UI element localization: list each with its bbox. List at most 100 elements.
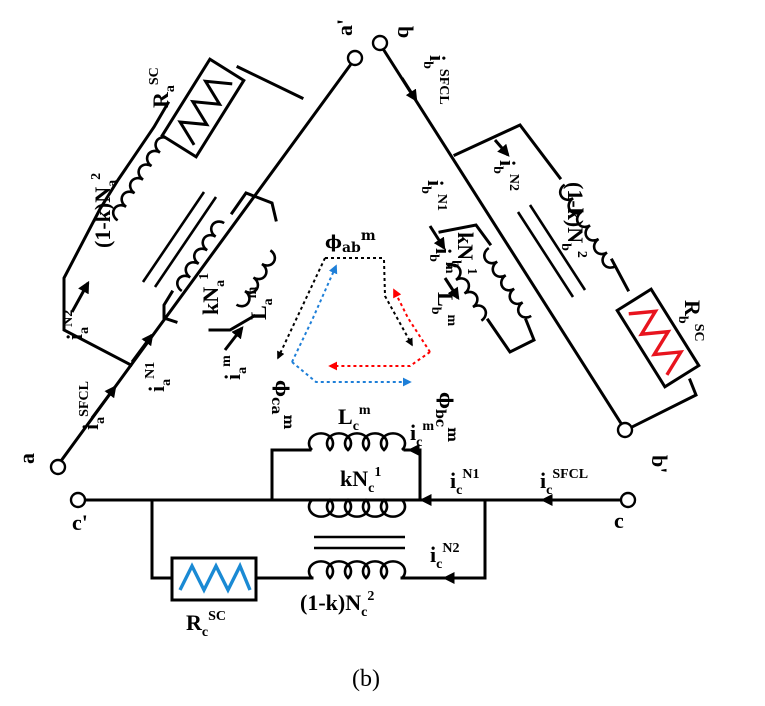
flux-bc-label: ϕbcm xyxy=(432,392,460,442)
terminal-b xyxy=(371,34,389,52)
phase-b-resistor-label: RbSC xyxy=(675,300,706,342)
phase-a-sfcl-current-arrow xyxy=(90,385,117,419)
terminal-a-prime-label: a' xyxy=(332,19,357,36)
phase-a-sfcl-current-label: iaSFCL xyxy=(77,381,108,430)
terminal-c-prime-label: c' xyxy=(72,510,88,535)
svg-text:kNb1: kNb1 xyxy=(448,232,479,275)
terminal-b-label: b xyxy=(393,26,418,38)
phase-c-lm-label: Lcm xyxy=(338,403,371,434)
phase-b-coil-to-resistor xyxy=(609,257,631,293)
terminal-b-prime-label: b' xyxy=(647,455,672,473)
svg-text:iam: iam xyxy=(219,355,250,380)
phase-a-n2-current-arrow xyxy=(70,280,90,313)
svg-text:RbSC: RbSC xyxy=(675,300,706,342)
terminal-c-prime xyxy=(69,491,87,509)
phase-c-sfcl-current-label: icSFCL xyxy=(540,467,588,498)
flux-ab-arrow-right xyxy=(383,259,413,347)
phase-a-inner-loop-top xyxy=(229,191,278,222)
terminal-b-prime xyxy=(616,421,634,439)
phase-b-n1-current-arrow xyxy=(428,225,446,251)
flux-ca-arrow-up xyxy=(291,264,338,363)
terminal-a-label: a xyxy=(14,453,39,464)
phase-c-m-current-label: icm xyxy=(410,419,434,450)
flux-ab-arrow-left xyxy=(277,257,326,360)
phase-c-lm-coil xyxy=(307,432,407,452)
phase-a-lm-label: Lam xyxy=(245,286,276,320)
phase-a-core-line-1 xyxy=(141,191,206,283)
svg-text:kNa1: kNa1 xyxy=(197,273,228,315)
terminal-c xyxy=(619,491,637,509)
phase-a-n1-coil xyxy=(176,220,225,293)
svg-text:Lbm: Lbm xyxy=(428,292,459,326)
phase-a-lm-coil xyxy=(235,249,277,308)
phase-a-core-line-2 xyxy=(153,196,218,288)
flux-ca-arrow-right xyxy=(291,361,412,387)
phase-b-lm-coil xyxy=(446,263,488,322)
phase-c-winding1-label: kNc1 xyxy=(340,465,381,496)
phase-a-winding2-label: (1-k)Na2 xyxy=(89,173,120,248)
terminal-a-prime xyxy=(346,49,364,67)
svg-text:ibm: ibm xyxy=(426,248,457,274)
phase-b-core-line-1 xyxy=(528,204,587,291)
svg-text:RaSC: RaSC xyxy=(147,67,178,108)
figure-caption: (b) xyxy=(352,666,380,692)
flux-ab-label: ϕabm xyxy=(325,228,376,256)
phase-c-n2-coil xyxy=(307,560,407,580)
phase-b-n1-current-label: ibN1 xyxy=(418,180,449,211)
svg-text:iaSFCL: iaSFCL xyxy=(77,381,108,430)
terminal-c-label: c xyxy=(614,508,624,533)
phase-a-inner-loop-left xyxy=(162,289,178,324)
svg-text:ibSFCL: ibSFCL xyxy=(420,55,451,105)
phase-a-outer-loop xyxy=(62,100,171,368)
phase-a-branch xyxy=(55,57,357,468)
svg-text:iaN2: iaN2 xyxy=(61,310,92,340)
phase-b-inner-loop-bottom xyxy=(485,317,536,354)
svg-text:ϕcam: ϕcam xyxy=(268,380,296,430)
flux-ca-label: ϕcam xyxy=(268,380,296,430)
phase-c-n1-coil xyxy=(307,498,407,518)
phase-b-lm-label: Lbm xyxy=(428,292,459,326)
svg-text:ibN1: ibN1 xyxy=(418,180,449,211)
phase-c-n2-current-label: icN2 xyxy=(430,541,459,572)
phase-b-core-line-2 xyxy=(516,211,575,298)
phase-c-outer-loop-left xyxy=(150,498,174,580)
phase-c-branch xyxy=(80,432,622,602)
svg-text:(1-k)Na2: (1-k)Na2 xyxy=(89,173,120,248)
phase-b-winding1-label: kNb1 xyxy=(448,232,479,275)
phase-b-outer-loop-bottom xyxy=(619,378,698,435)
phase-b-n2-current-arrow xyxy=(493,139,510,157)
svg-text:Lam: Lam xyxy=(245,286,276,320)
phase-b-sfcl-current-label: ibSFCL xyxy=(420,55,451,105)
flux-bc-arrow-left xyxy=(328,351,431,371)
phase-c-resistor xyxy=(170,556,258,602)
phase-a-resistor-label: RaSC xyxy=(147,67,178,108)
phase-b-resistor xyxy=(615,287,701,389)
phase-a-winding1-label: kNa1 xyxy=(197,273,228,315)
phase-c-inner-loop-left xyxy=(270,448,312,502)
phase-b-inner-loop-top xyxy=(438,223,493,247)
phase-a-m-current-label: iam xyxy=(219,355,250,380)
phase-b-winding2-label: (1-k)Nb2 xyxy=(558,182,589,258)
flux-loop xyxy=(277,257,431,387)
phase-a-n1-current-arrow xyxy=(130,333,154,363)
phase-b-outer-loop-top xyxy=(453,123,563,181)
phase-b-branch xyxy=(377,41,701,435)
phase-a-n1-current-label: iaN1 xyxy=(143,362,174,392)
phase-a-resistor xyxy=(160,57,246,159)
phase-b-m-current-arrow xyxy=(443,277,460,301)
phase-a-resistor-to-main xyxy=(235,64,305,101)
phase-b-n1-coil xyxy=(483,246,532,319)
phase-a-inner-loop-bottom xyxy=(208,313,257,332)
phase-b-m-current-label: ibm xyxy=(426,248,457,274)
phase-c-resistor-label: RcSC xyxy=(186,609,226,640)
phase-a-m-current-arrow xyxy=(223,326,244,351)
terminal-a xyxy=(49,458,67,476)
svg-text:(1-k)Nb2: (1-k)Nb2 xyxy=(558,182,589,258)
svg-text:ϕbcm: ϕbcm xyxy=(432,392,460,442)
phase-b-n2-current-label: ibN2 xyxy=(490,160,521,191)
phase-c-inner-loop-right xyxy=(403,448,422,502)
phase-b-sfcl-current-arrow xyxy=(400,77,418,103)
flux-bc-arrow-up xyxy=(393,288,431,353)
phase-b-main-line xyxy=(377,41,627,431)
phase-a-n2-current-label: iaN2 xyxy=(61,310,92,340)
